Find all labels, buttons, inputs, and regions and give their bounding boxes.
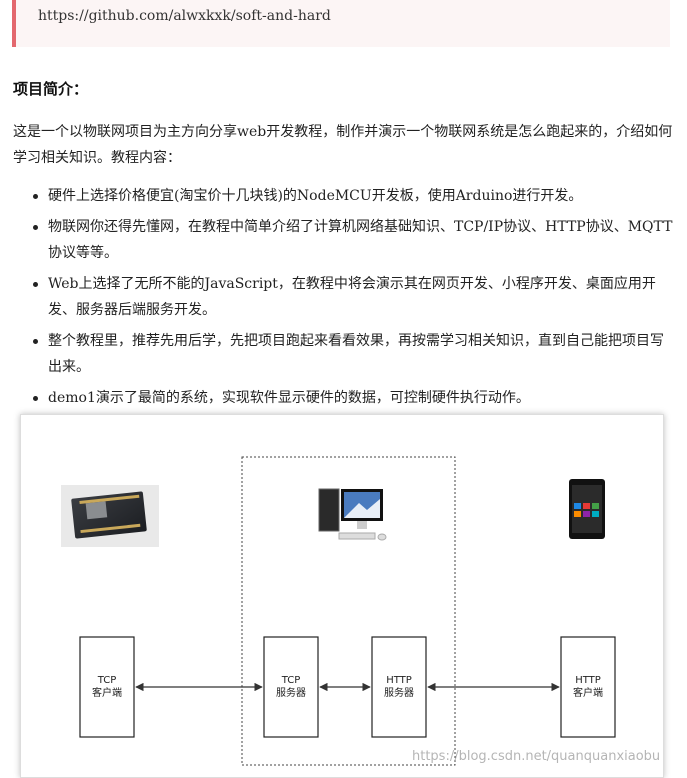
http-client-label-1: HTTP (575, 675, 601, 686)
section-heading: 项目简介： (13, 80, 89, 98)
repo-url[interactable]: https://github.com/alwxkxk/soft-and-hard (38, 8, 331, 24)
http-server-label-2: 服务器 (384, 686, 414, 699)
http-client-label-2: 客户端 (573, 686, 603, 699)
list-item: 物联网你还得先懂网，在教程中简单介绍了计算机网络基础知识、TCP/IP协议、HT… (33, 214, 673, 266)
intro-paragraph: 这是一个以物联网项目为主方向分享web开发教程，制作并演示一个物联网系统是怎么跑… (13, 124, 673, 166)
http-server-box (371, 636, 427, 738)
mobile-phone-image (569, 479, 605, 539)
watermark: https://blog.csdn.net/quanquanxiaobu (412, 749, 661, 764)
list-item: Web上选择了无所不能的JavaScript，在教程中将会演示其在网页开发、小程… (33, 271, 673, 323)
content-list: 硬件上选择价格便宜(淘宝价十几块钱)的NodeMCU开发板，使用Arduino进… (33, 183, 673, 416)
server-region (241, 456, 456, 766)
tcp-server-box (263, 636, 319, 738)
tcp-server-label-1: TCP (281, 675, 301, 686)
blockquote: https://github.com/alwxkxk/soft-and-hard (12, 0, 670, 47)
tcp-client-box (79, 636, 135, 738)
list-item: 硬件上选择价格便宜(淘宝价十几块钱)的NodeMCU开发板，使用Arduino进… (33, 183, 673, 209)
nodemcu-board-image (61, 485, 159, 547)
desktop-computer-image (318, 488, 387, 541)
tcp-client-label-1: TCP (97, 675, 117, 686)
list-item: 整个教程里，推荐先用后学，先把项目跑起来看看效果，再按需学习相关知识，直到自己能… (33, 328, 673, 380)
http-server-label-1: HTTP (386, 675, 412, 686)
tcp-client-label-2: 客户端 (92, 686, 122, 699)
list-item: demo1演示了最简的系统，实现软件显示硬件的数据，可控制硬件执行动作。 (33, 385, 673, 411)
architecture-diagram: TCP 客户端 TCP 服务器 HTTP 服务器 HTTP 客户端 (20, 414, 664, 778)
http-client-box (560, 636, 616, 738)
tcp-server-label-2: 服务器 (276, 686, 306, 699)
